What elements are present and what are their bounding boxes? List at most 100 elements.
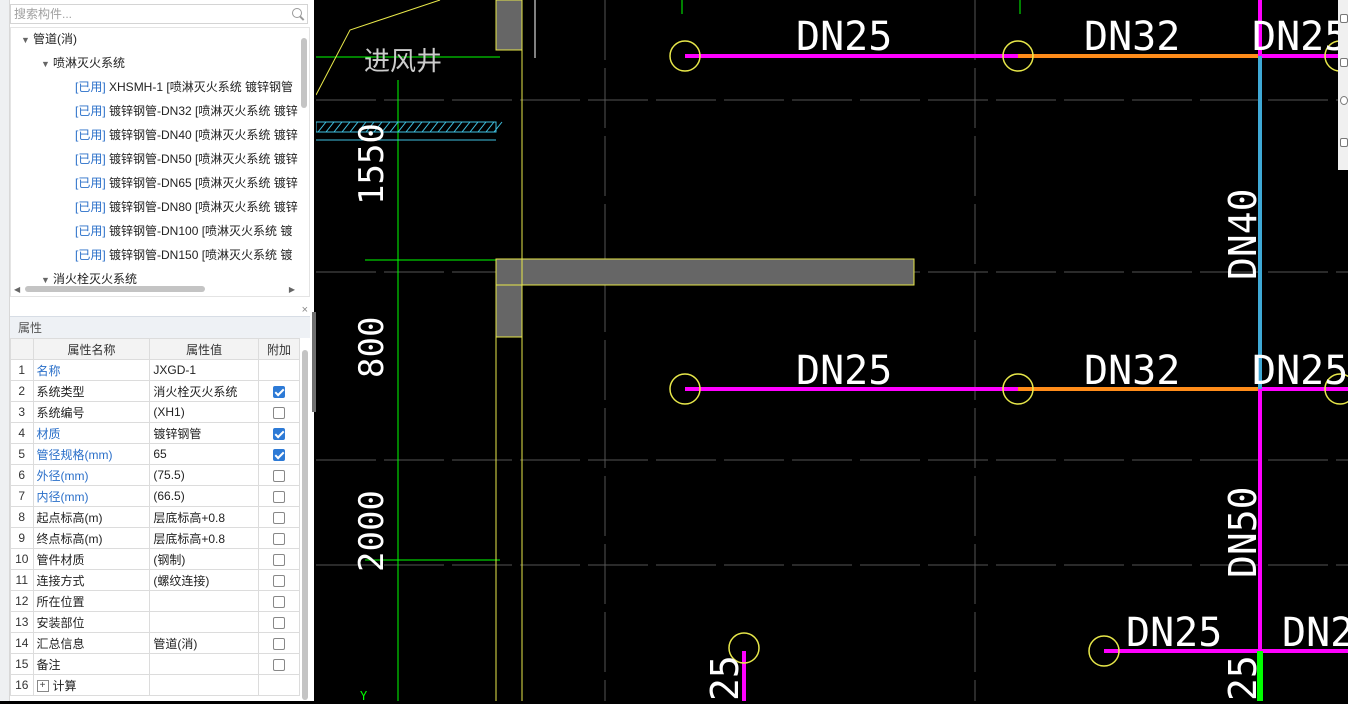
property-value[interactable]: 65 xyxy=(149,443,259,465)
property-extra xyxy=(257,380,301,402)
property-extra xyxy=(257,464,301,486)
tree-horizontal-scrollbar[interactable] xyxy=(25,286,205,292)
property-value[interactable] xyxy=(149,653,259,675)
extra-checkbox[interactable] xyxy=(272,490,285,503)
collapse-arrow-icon[interactable]: ▼ xyxy=(41,275,50,285)
tree-item-label: 镀锌钢管-DN150 [喷淋灭火系统 镀 xyxy=(109,248,293,262)
toolbar-checkbox[interactable] xyxy=(1340,14,1348,23)
property-value[interactable]: (钢制) xyxy=(149,548,259,570)
tree-item[interactable]: [已用] 镀锌钢管-DN80 [喷淋灭火系统 镀锌 xyxy=(75,196,298,218)
extra-checkbox[interactable] xyxy=(272,637,285,650)
extra-checkbox[interactable] xyxy=(272,406,285,419)
scroll-right-icon[interactable]: ▶ xyxy=(288,285,295,294)
tree-item-label: XHSMH-1 [喷淋灭火系统 镀锌钢管 xyxy=(109,80,294,94)
component-search-box[interactable] xyxy=(10,4,308,24)
row-index: 7 xyxy=(10,485,34,507)
axis-label: Y xyxy=(360,689,368,701)
tree-item[interactable]: [已用] 镀锌钢管-DN65 [喷淋灭火系统 镀锌 xyxy=(75,172,298,194)
property-value[interactable]: 镀锌钢管 xyxy=(149,422,259,444)
property-extra xyxy=(257,674,301,696)
extra-checkbox[interactable] xyxy=(272,511,285,524)
property-value[interactable]: 消火栓灭火系统 xyxy=(149,380,259,402)
tree-item[interactable]: [已用] 镀锌钢管-DN32 [喷淋灭火系统 镀锌 xyxy=(75,100,298,122)
property-value[interactable] xyxy=(149,674,259,696)
tree-vertical-scrollbar[interactable] xyxy=(301,38,307,108)
row-index: 5 xyxy=(10,443,34,465)
pipe-label: DN25 xyxy=(1282,610,1348,656)
property-value[interactable]: (75.5) xyxy=(149,464,259,486)
property-name: 外径(mm) xyxy=(32,464,151,486)
search-input[interactable] xyxy=(11,5,284,22)
property-name-label: 所在位置 xyxy=(36,594,85,609)
property-value[interactable]: 层底标高+0.8 xyxy=(149,527,259,549)
tree-node-group[interactable]: ▼喷淋灭火系统 xyxy=(41,52,125,74)
tree-item[interactable]: [已用] XHSMH-1 [喷淋灭火系统 镀锌钢管 xyxy=(75,76,293,98)
extra-checkbox[interactable] xyxy=(272,595,285,608)
extra-checkbox[interactable] xyxy=(272,469,285,482)
cad-drawing[interactable]: DN25DN32DN25DN40DN25DN32DN25DN50DN25DN25… xyxy=(315,0,1348,703)
property-value[interactable]: 层底标高+0.8 xyxy=(149,506,259,528)
close-icon[interactable]: × xyxy=(301,304,308,316)
extra-checkbox[interactable] xyxy=(272,427,285,440)
tree-node-group[interactable]: ▼消火栓灭火系统 xyxy=(41,268,137,290)
used-tag: [已用] xyxy=(75,176,106,190)
tree-node-root[interactable]: ▼管道(消) xyxy=(21,28,77,50)
hatch-line xyxy=(453,121,463,133)
property-value[interactable] xyxy=(149,590,259,612)
row-index: 10 xyxy=(10,548,34,570)
tree-item[interactable]: [已用] 镀锌钢管-DN150 [喷淋灭火系统 镀 xyxy=(75,244,292,266)
extra-checkbox[interactable] xyxy=(272,553,285,566)
property-value[interactable]: 管道(消) xyxy=(149,632,259,654)
property-value[interactable]: (XH1) xyxy=(149,401,259,423)
extra-checkbox[interactable] xyxy=(272,532,285,545)
property-value[interactable]: (螺纹连接) xyxy=(149,569,259,591)
tree-item[interactable]: [已用] 镀锌钢管-DN40 [喷淋灭火系统 镀锌 xyxy=(75,124,298,146)
table-row[interactable]: 16+计算 xyxy=(10,674,301,696)
tree-item[interactable]: [已用] 镀锌钢管-DN50 [喷淋灭火系统 镀锌 xyxy=(75,148,298,170)
extra-checkbox[interactable] xyxy=(272,616,285,629)
toolbar-checkbox[interactable] xyxy=(1340,138,1348,147)
tree-item-label: 镀锌钢管-DN65 [喷淋灭火系统 镀锌 xyxy=(109,176,298,190)
search-icon[interactable] xyxy=(292,8,302,18)
extra-checkbox[interactable] xyxy=(272,385,285,398)
property-name: 材质 xyxy=(32,422,151,444)
tree-item[interactable]: [已用] 镀锌钢管-DN100 [喷淋灭火系统 镀 xyxy=(75,220,292,242)
property-value[interactable]: JXGD-1 xyxy=(149,359,259,381)
panel-splitter[interactable] xyxy=(312,312,316,412)
toolbar-radio[interactable] xyxy=(1340,96,1348,105)
extra-checkbox[interactable] xyxy=(272,448,285,461)
collapse-arrow-icon[interactable]: ▼ xyxy=(41,59,50,69)
property-value[interactable] xyxy=(149,611,259,633)
extra-checkbox[interactable] xyxy=(272,658,285,671)
hatch-line xyxy=(341,121,351,133)
row-index: 3 xyxy=(10,401,34,423)
extra-checkbox[interactable] xyxy=(272,574,285,587)
properties-vertical-scrollbar[interactable] xyxy=(302,350,308,700)
hatch-line xyxy=(333,121,343,133)
collapse-arrow-icon[interactable]: ▼ xyxy=(21,35,30,45)
property-extra xyxy=(257,527,301,549)
scroll-left-icon[interactable]: ◀ xyxy=(14,285,21,294)
sprinkler-head xyxy=(669,40,701,72)
property-name-label: 管件材质 xyxy=(36,552,85,567)
property-name: 管件材质 xyxy=(32,548,151,570)
expand-icon[interactable]: + xyxy=(36,680,49,693)
toolbar-checkbox[interactable] xyxy=(1340,58,1348,67)
cad-canvas[interactable]: DN25DN32DN25DN40DN25DN32DN25DN50DN25DN25… xyxy=(315,0,1348,703)
property-value[interactable]: (66.5) xyxy=(149,485,259,507)
